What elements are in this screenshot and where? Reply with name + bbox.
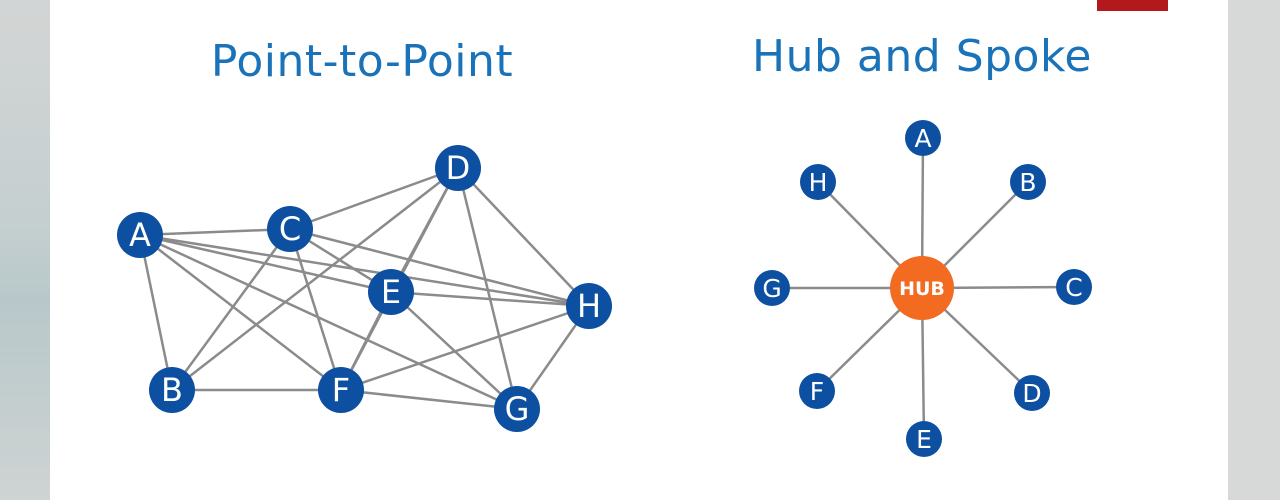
p2p-node-a: A: [117, 212, 163, 258]
p2p-node-c: C: [267, 206, 313, 252]
p2p-node-d: D: [435, 145, 481, 191]
spoke-node-g: G: [754, 270, 790, 306]
p2p-edge-c-h: [289, 227, 590, 308]
p2p-node-label: D: [446, 149, 471, 187]
p2p-node-b: B: [149, 367, 195, 413]
left-side-panel: [0, 0, 50, 500]
spoke-node-label: D: [1022, 379, 1041, 408]
spoke-node-label: E: [916, 425, 932, 454]
p2p-edge-a-f: [139, 234, 342, 391]
p2p-node-circle: [149, 367, 195, 413]
spoke-node-d: D: [1014, 375, 1050, 411]
spoke-node-label: C: [1065, 273, 1082, 302]
spoke-node-label: H: [809, 168, 828, 197]
p2p-node-g: G: [494, 386, 540, 432]
spoke-node-c: C: [1056, 269, 1092, 305]
p2p-node-circle: [368, 269, 414, 315]
p2p-edge-b-c: [170, 228, 292, 391]
spoke-node-circle: [754, 270, 790, 306]
p2p-node-e: E: [368, 269, 414, 315]
p2p-edge-d-g: [456, 167, 519, 410]
p2p-node-circle: [494, 386, 540, 432]
spoke-node-circle: [1010, 164, 1046, 200]
p2p-node-label: C: [279, 210, 301, 248]
spoke-node-label: A: [914, 124, 931, 153]
point-to-point-title: Point-to-Point: [210, 36, 514, 87]
p2p-edge-a-c: [139, 227, 291, 237]
p2p-node-circle: [318, 367, 364, 413]
spoke-node-f: F: [799, 373, 835, 409]
hub-and-spoke-title: Hub and Spoke: [752, 31, 1092, 82]
p2p-edge-c-f: [288, 228, 343, 391]
spoke-node-label: F: [810, 377, 824, 406]
point-to-point-edges: [138, 166, 591, 411]
p2p-node-label: E: [381, 273, 401, 311]
p2p-edge-f-h: [340, 304, 590, 392]
p2p-node-label: G: [505, 390, 530, 428]
p2p-edge-d-h: [457, 167, 590, 307]
p2p-node-h: H: [566, 283, 612, 329]
p2p-node-label: H: [577, 287, 601, 325]
right-side-panel: [1228, 0, 1280, 500]
p2p-node-label: B: [161, 371, 183, 409]
p2p-edge-e-h: [390, 290, 590, 308]
p2p-node-circle: [566, 283, 612, 329]
hub-node-label: HUB: [899, 278, 945, 300]
p2p-node-label: F: [332, 371, 350, 409]
p2p-node-circle: [435, 145, 481, 191]
spoke-node-b: B: [1010, 164, 1046, 200]
spoke-node-circle: [799, 373, 835, 409]
spoke-node-circle: [800, 164, 836, 200]
point-to-point-nodes: A B C D E F G H: [117, 145, 612, 432]
spoke-node-circle: [906, 421, 942, 457]
p2p-edge-a-h: [139, 233, 590, 308]
slide-card: [50, 0, 1228, 500]
spoke-node-e: E: [906, 421, 942, 457]
spoke-node-label: B: [1019, 168, 1036, 197]
p2p-node-label: A: [129, 216, 151, 254]
p2p-edge-f-g: [340, 388, 518, 411]
hub-node-circle: [890, 256, 954, 320]
spoke-node-a: A: [905, 120, 941, 156]
spoke-node-h: H: [800, 164, 836, 200]
red-accent-tab: [1097, 0, 1168, 11]
hub-node: HUB: [890, 256, 954, 320]
spoke-node-circle: [905, 120, 941, 156]
p2p-node-circle: [117, 212, 163, 258]
spoke-node-circle: [1014, 375, 1050, 411]
hub-spoke-nodes: A B C D E F G H HUB: [754, 120, 1092, 457]
p2p-node-f: F: [318, 367, 364, 413]
p2p-edge-c-d: [289, 166, 459, 231]
p2p-edge-b-d: [171, 167, 459, 391]
p2p-edge-a-b: [138, 234, 174, 391]
spoke-node-label: G: [762, 274, 781, 303]
p2p-edge-a-g: [139, 233, 518, 411]
spoke-node-circle: [1056, 269, 1092, 305]
p2p-node-circle: [267, 206, 313, 252]
